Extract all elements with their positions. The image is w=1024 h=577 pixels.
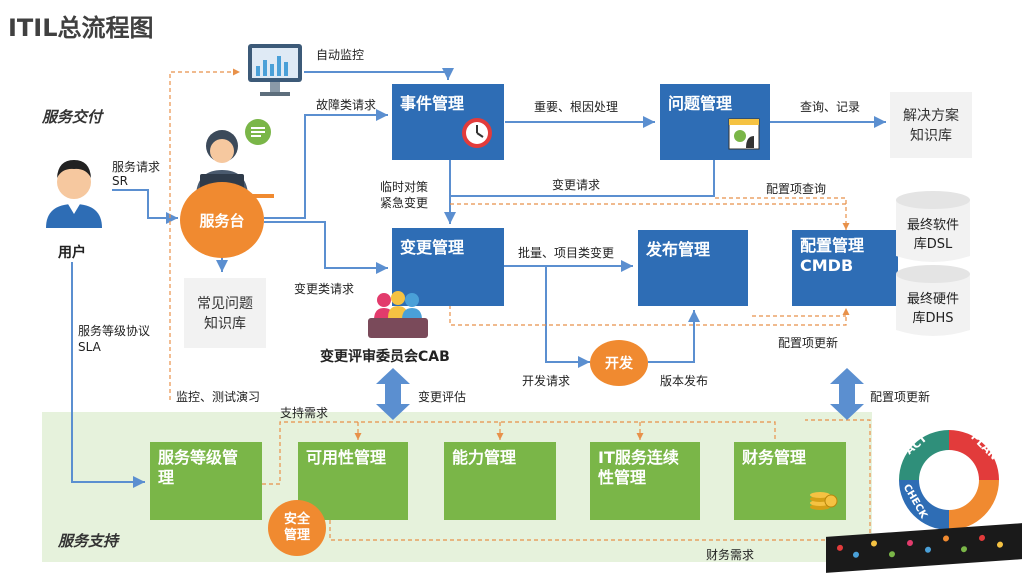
security-line1: 安全 bbox=[283, 512, 310, 527]
config-management-line2: CMDB bbox=[800, 256, 854, 275]
label-change-request-sd: 变更类请求 bbox=[294, 282, 355, 296]
label-change-request: 变更请求 bbox=[552, 178, 601, 192]
double-arrow-cab bbox=[376, 368, 410, 420]
arrow-sd-change bbox=[264, 221, 388, 274]
dsl-library: 最终软件 库DSL bbox=[894, 214, 972, 252]
dashed-sd-monitor bbox=[169, 68, 240, 400]
financial-management-box: 财务管理 bbox=[734, 442, 846, 520]
arrow-monitor-incident bbox=[304, 68, 454, 80]
label-ci-query: 配置项查询 bbox=[766, 182, 827, 196]
label-ci-update-2: 配置项更新 bbox=[870, 390, 931, 404]
incident-management-label: 事件管理 bbox=[400, 94, 465, 113]
dashed-ci-query bbox=[715, 197, 850, 230]
config-management-box: 配置管理 CMDB bbox=[792, 230, 898, 306]
definitive-libraries: 最终软件 库DSL 最终硬件 库DHS bbox=[894, 190, 972, 340]
solution-kb-line1: 解决方案 bbox=[903, 108, 959, 124]
sla-mgmt-line2: 理 bbox=[158, 468, 175, 487]
double-arrow-config bbox=[830, 368, 864, 420]
faq-kb-line2: 知识库 bbox=[204, 316, 246, 332]
dhs-line2: 库DHS bbox=[912, 311, 954, 326]
problem-management-label: 问题管理 bbox=[668, 94, 733, 113]
security-management: 安全 管理 bbox=[268, 500, 326, 556]
label-temp-policy: 临时对策 bbox=[380, 180, 429, 194]
clock-icon bbox=[460, 116, 494, 154]
sla-mgmt-line1: 服务等级管 bbox=[158, 448, 239, 467]
label-important-root: 重要、根因处理 bbox=[534, 100, 619, 114]
label-service-request-1: 服务请求 bbox=[112, 160, 161, 174]
continuity-line2: 性管理 bbox=[598, 468, 647, 487]
label-change-eval: 变更评估 bbox=[418, 390, 467, 404]
change-management-box: 变更管理 bbox=[392, 228, 504, 306]
solution-kb-line2: 知识库 bbox=[910, 128, 952, 144]
continuity-management-box: IT服务连续 性管理 bbox=[590, 442, 700, 520]
user-label: 用户 bbox=[58, 245, 86, 261]
dhs-line1: 最终硬件 bbox=[906, 292, 959, 307]
release-management-box: 发布管理 bbox=[638, 230, 748, 306]
dhs-library: 最终硬件 库DHS bbox=[894, 288, 972, 326]
develop-node: 开发 bbox=[590, 340, 648, 386]
change-management-label: 变更管理 bbox=[400, 238, 465, 257]
capacity-label: 能力管理 bbox=[452, 448, 517, 467]
label-release-version: 版本发布 bbox=[660, 374, 709, 388]
label-sla-2: SLA bbox=[78, 340, 101, 354]
faq-knowledge-base: 常见问题 知识库 bbox=[184, 278, 266, 348]
faq-kb-line1: 常见问题 bbox=[197, 296, 253, 312]
label-finance-need: 财务需求 bbox=[706, 548, 755, 562]
release-management-label: 发布管理 bbox=[646, 240, 711, 259]
problem-analysis-icon bbox=[728, 118, 760, 154]
finance-label: 财务管理 bbox=[742, 448, 807, 467]
cab-meeting-icon bbox=[366, 290, 430, 340]
coins-icon bbox=[808, 483, 838, 516]
label-emergency-change: 紧急变更 bbox=[380, 196, 429, 210]
incident-management-box: 事件管理 bbox=[392, 84, 504, 160]
section-service-support: 服务支持 bbox=[58, 532, 119, 550]
problem-management-box: 问题管理 bbox=[660, 84, 770, 160]
page-title: ITIL总流程图 bbox=[8, 14, 154, 42]
arrow-change-dev bbox=[545, 266, 590, 368]
cab-label: 变更评审委员会CAB bbox=[320, 349, 450, 365]
service-level-management-box: 服务等级管 理 bbox=[150, 442, 262, 520]
config-management-line1: 配置管理 bbox=[800, 236, 865, 255]
continuity-line1: IT服务连续 bbox=[598, 448, 679, 467]
monitor-icon bbox=[246, 42, 304, 100]
label-ci-update-1: 配置项更新 bbox=[778, 336, 839, 350]
label-auto-monitor: 自动监控 bbox=[316, 48, 365, 62]
label-fault-request: 故障类请求 bbox=[316, 98, 377, 112]
develop-label: 开发 bbox=[605, 356, 633, 372]
solution-knowledge-base: 解决方案 知识库 bbox=[890, 92, 972, 158]
service-desk-label: 服务台 bbox=[199, 211, 245, 230]
pdca-cycle-graphic: ACT PLAN CHECK bbox=[888, 424, 1010, 536]
section-service-delivery: 服务交付 bbox=[42, 108, 103, 126]
arrow-problem-change bbox=[450, 160, 715, 197]
dsl-line2: 库DSL bbox=[913, 237, 953, 252]
dashed-support-need bbox=[262, 421, 776, 485]
availability-label: 可用性管理 bbox=[306, 448, 387, 467]
label-support-need: 支持需求 bbox=[280, 406, 329, 420]
label-dev-request: 开发请求 bbox=[522, 374, 571, 388]
label-batch-project: 批量、项目类变更 bbox=[518, 246, 615, 260]
arrow-user-servicedesk bbox=[112, 189, 178, 224]
label-query-record: 查询、记录 bbox=[800, 100, 861, 114]
arrow-user-sla bbox=[71, 262, 145, 488]
user-icon bbox=[40, 152, 108, 230]
security-line2: 管理 bbox=[283, 528, 310, 543]
dsl-line1: 最终软件 bbox=[906, 218, 959, 233]
capacity-management-box: 能力管理 bbox=[444, 442, 556, 520]
dotted-board-decoration bbox=[826, 523, 1022, 573]
dashed-ci-update bbox=[449, 305, 850, 326]
service-desk: 服务台 bbox=[180, 182, 264, 258]
label-service-request-2: SR bbox=[112, 174, 128, 188]
label-sla-1: 服务等级协议 bbox=[78, 324, 151, 338]
arrow-dev-release bbox=[648, 310, 700, 363]
label-monitor-test: 监控、测试演习 bbox=[176, 390, 261, 404]
arrow-sd-incident bbox=[264, 109, 388, 219]
